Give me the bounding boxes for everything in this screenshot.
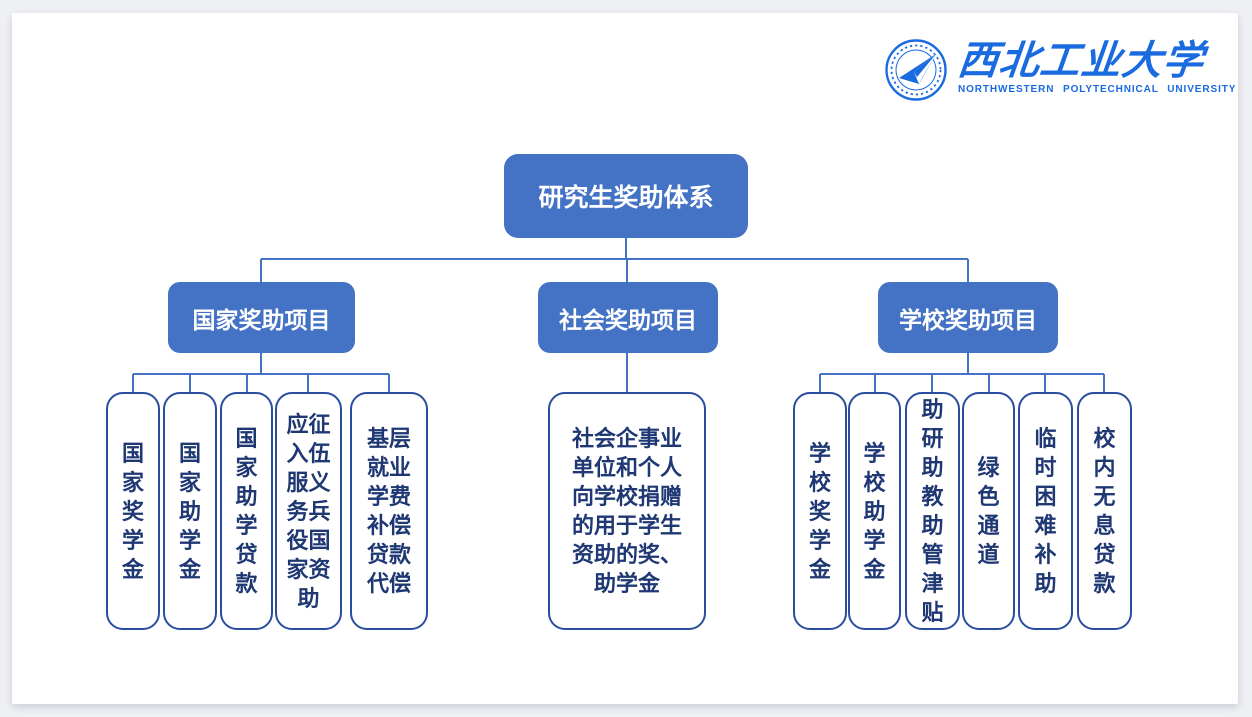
leaf-label: 国家助学贷款 [235, 426, 258, 596]
leaf-school-scholarship: 学校奖学金 [793, 392, 847, 630]
leaf-label: 国家奖学金 [121, 440, 144, 582]
leaf-temporary-hardship-subsidy: 临时困难补助 [1018, 392, 1073, 630]
branch-node-school-projects: 学校奖助项目 [878, 282, 1058, 353]
university-logo-text: 西北工业大学 NORTHWESTERN POLYTECHNICAL UNIVER… [955, 37, 1237, 96]
branch-node-label: 社会奖助项目 [559, 306, 697, 333]
leaf-label: 绿色通道 [977, 455, 1000, 567]
leaf-national-grant: 国家助学金 [163, 392, 217, 630]
leaf-label: 校内无息贷款 [1093, 426, 1116, 596]
leaf-campus-interest-free-loan: 校内无息贷款 [1077, 392, 1132, 630]
root-node-graduate-award-system: 研究生奖助体系 [504, 154, 748, 238]
university-seal-airplane-icon [885, 39, 947, 101]
leaf-label: 学校奖学金 [808, 440, 831, 582]
leaf-label: 应征入伍服义务兵役国家资助 [286, 411, 331, 611]
branch-node-label: 学校奖助项目 [899, 306, 1037, 333]
leaf-grassroots-employment-tuition-compensation: 基层就业学费补偿贷款代偿 [350, 392, 428, 630]
leaf-label: 基层就业学费补偿贷款代偿 [366, 426, 411, 596]
leaf-national-student-loan: 国家助学贷款 [220, 392, 273, 630]
university-name-cn: 西北工业大学 [955, 37, 1207, 84]
branch-node-social-projects: 社会奖助项目 [538, 282, 718, 353]
university-name-en: NORTHWESTERN POLYTECHNICAL UNIVERSITY [958, 84, 1237, 95]
leaf-assistantship-allowance: 助研助教助管津贴 [905, 392, 960, 630]
leaf-label: 临时困难补助 [1034, 426, 1057, 596]
leaf-green-channel: 绿色通道 [962, 392, 1015, 630]
leaf-label: 助研助教助管津贴 [921, 397, 944, 625]
branch-node-label: 国家奖助项目 [192, 306, 331, 333]
university-logo: 西北工业大学 NORTHWESTERN POLYTECHNICAL UNIVER… [884, 37, 1237, 102]
leaf-label: 社会企事业单位和个人向学校捐赠的用于学生资助的奖、助学金 [571, 426, 682, 596]
leaf-school-grant: 学校助学金 [848, 392, 901, 630]
leaf-label: 学校助学金 [863, 440, 886, 582]
leaf-social-donated-scholarships: 社会企事业单位和个人向学校捐赠的用于学生资助的奖、助学金 [548, 392, 706, 630]
branch-node-national-projects: 国家奖助项目 [168, 282, 355, 353]
root-node-label: 研究生奖助体系 [538, 184, 714, 212]
leaf-label: 国家助学金 [178, 440, 201, 582]
leaf-military-service-funding: 应征入伍服义务兵役国家资助 [275, 392, 342, 630]
leaf-national-scholarship: 国家奖学金 [106, 392, 160, 630]
